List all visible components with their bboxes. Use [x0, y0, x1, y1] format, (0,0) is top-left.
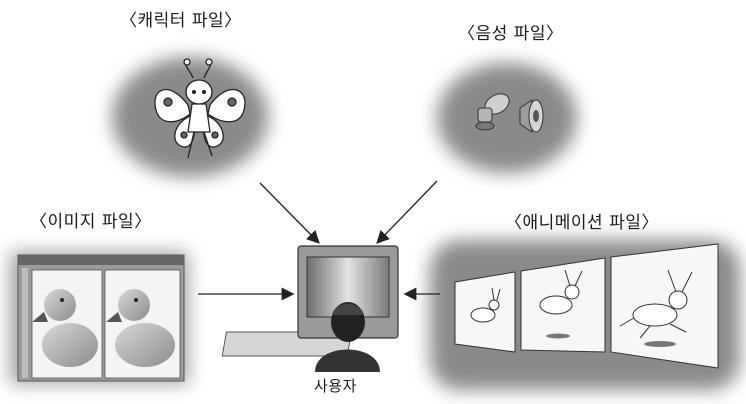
person-at-computer-icon — [221, 245, 399, 372]
image-file-label: 〈이미지 파일〉 — [30, 212, 152, 232]
user-body — [315, 349, 380, 372]
arrow-sound-to-user — [376, 180, 438, 244]
arrow-character-to-user — [259, 182, 320, 244]
character-file-node — [112, 57, 268, 177]
butterfly-fairy-icon — [154, 58, 246, 159]
sound-file-node — [437, 63, 577, 173]
rubber-duck-editor-icon — [31, 269, 181, 379]
arrows — [198, 180, 440, 301]
sound-file-label: 〈음성 파일〉 — [458, 24, 564, 44]
running-rabbit-frames-icon — [454, 243, 719, 369]
sound-cloud — [437, 63, 577, 173]
character-file-label: 〈캐릭터 파일〉 — [120, 11, 242, 31]
image-file-node — [10, 252, 188, 384]
animation-file-label: 〈애니메이션 파일〉 — [505, 213, 659, 233]
animation-file-node — [430, 240, 740, 390]
microphone-speaker-icon — [475, 93, 544, 133]
user-label: 사용자 — [314, 377, 357, 395]
